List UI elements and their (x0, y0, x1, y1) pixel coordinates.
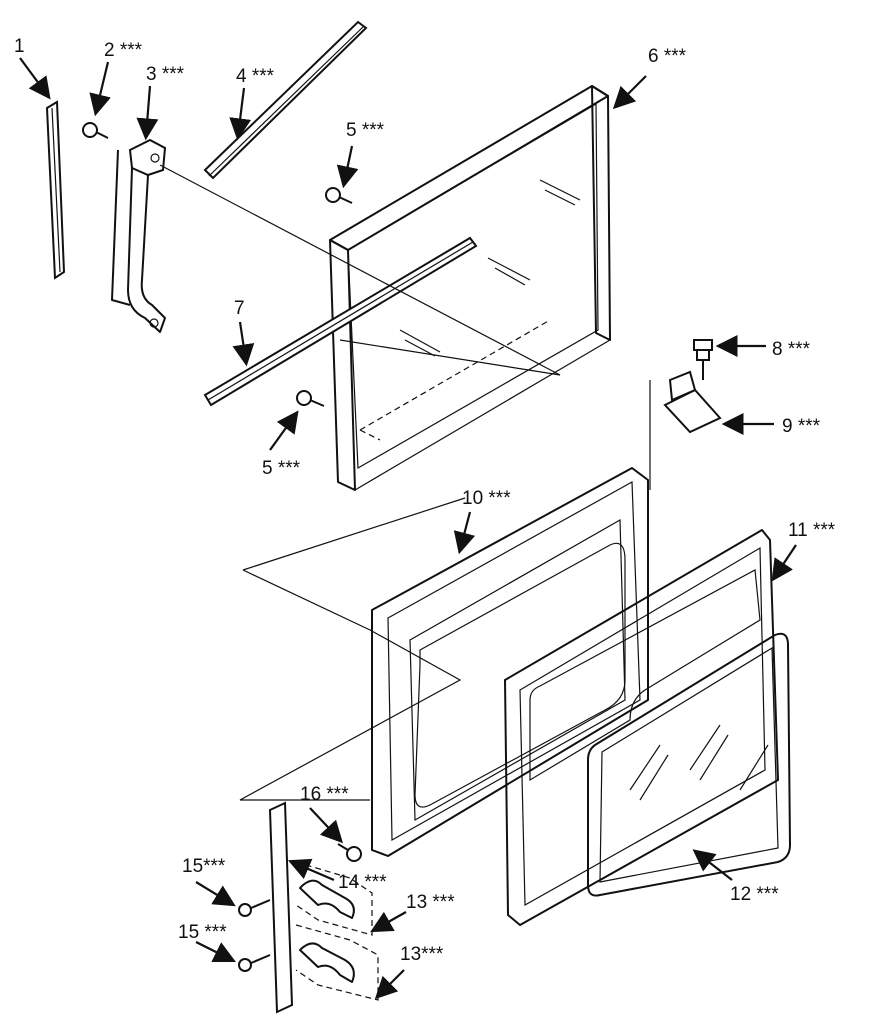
part-14-handle-strip (268, 801, 294, 1014)
part-5-screw-upper (325, 187, 353, 204)
callout-16: 16 *** (300, 784, 349, 805)
callout-12: 12 *** (730, 884, 779, 905)
callout-15-lower: 15 *** (178, 922, 227, 943)
part-2-screw (82, 122, 109, 139)
callout-1: 1 (14, 36, 25, 57)
callout-7: 7 (234, 298, 245, 319)
part-6-outer-door-panel (329, 85, 611, 491)
callout-5-lower: 5 *** (262, 458, 301, 479)
callout-arrows (19, 57, 797, 1000)
assembly-guide-lines (159, 164, 651, 801)
callout-6: 6 *** (648, 46, 687, 67)
part-16-screw (337, 843, 362, 862)
callout-10: 10 *** (462, 488, 511, 509)
callout-8: 8 *** (772, 339, 811, 360)
callout-13-upper: 13 *** (406, 892, 455, 913)
callout-3: 3 *** (146, 64, 185, 85)
part-11-inner-panel (504, 529, 779, 926)
part-13-handle-clip-lower (295, 924, 379, 1001)
callout-5-upper: 5 *** (346, 120, 385, 141)
callout-4: 4 *** (236, 66, 275, 87)
part-15-screw-upper (238, 899, 271, 917)
callout-15-upper: 15*** (182, 856, 226, 877)
part-12-glass-pane (587, 632, 791, 897)
callout-13-lower: 13*** (400, 944, 444, 965)
part-10-inner-door-frame (371, 467, 649, 857)
part-8-stud (693, 339, 713, 380)
part-1-trim-strip (45, 100, 66, 280)
part-5-screw-lower (296, 390, 325, 407)
part-7-bottom-rail (203, 236, 478, 407)
part-9-hinge-bracket (663, 370, 722, 434)
part-3-handle-bracket (111, 138, 167, 333)
part-15-screw-lower (238, 954, 271, 972)
callout-11: 11 *** (788, 520, 836, 541)
callout-2: 2 *** (104, 40, 143, 61)
callout-9: 9 *** (782, 416, 821, 437)
part-4-top-rail (203, 20, 368, 180)
callout-14: 14 *** (338, 872, 387, 893)
callout-labels: 1 2 *** 3 *** 4 *** 5 *** 6 *** 7 5 *** … (14, 36, 836, 965)
